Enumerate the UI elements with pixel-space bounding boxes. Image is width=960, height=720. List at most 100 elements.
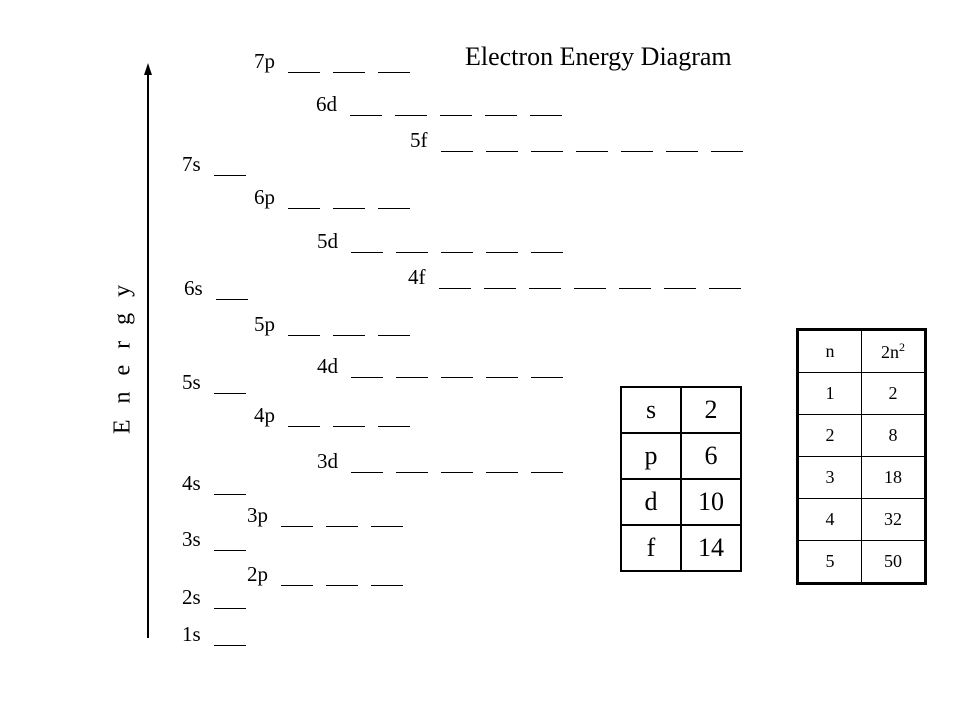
sublevel-label: 5p xyxy=(254,312,275,336)
orbital-slot xyxy=(530,135,563,152)
electron-capacity-cell: 2 xyxy=(680,386,742,434)
sublevel-4d: 4d xyxy=(317,354,563,378)
orbital-slot xyxy=(486,236,518,253)
sublevel-4f: 4f xyxy=(408,265,741,289)
shell-capacity-cell: 50 xyxy=(861,540,926,584)
sublevel-5d: 5d xyxy=(317,229,563,253)
orbital-slot xyxy=(441,236,473,253)
orbital-slot xyxy=(575,135,608,152)
sublevel-type-cell: f xyxy=(620,524,682,572)
electron-capacity-cell: 14 xyxy=(680,524,742,572)
sublevel-5s: 5s xyxy=(182,370,246,394)
sublevel-label: 2s xyxy=(182,585,201,609)
orbital-slot xyxy=(396,361,428,378)
sublevel-2s: 2s xyxy=(182,585,246,609)
shell-n-cell: 5 xyxy=(797,540,862,584)
shell-n-cell: 2 xyxy=(797,414,862,457)
orbital-slot xyxy=(351,361,383,378)
orbital-slot xyxy=(486,361,518,378)
orbital-slot xyxy=(333,319,365,336)
orbital-slot xyxy=(288,192,320,209)
orbital-slot xyxy=(483,272,516,289)
orbital-slot xyxy=(213,534,246,551)
orbital-slot xyxy=(485,99,517,116)
orbital-slot xyxy=(213,377,246,394)
header-2n: 2n xyxy=(881,342,899,362)
sublevel-3d: 3d xyxy=(317,449,563,473)
orbital-slot xyxy=(326,569,358,586)
orbital-slot xyxy=(281,510,313,527)
header-exponent: 2 xyxy=(899,340,905,354)
orbital-slot xyxy=(440,99,472,116)
sublevel-label: 7s xyxy=(182,152,201,176)
diagram-title: Electron Energy Diagram xyxy=(465,42,732,71)
orbital-slot xyxy=(395,99,427,116)
orbital-slot xyxy=(213,159,246,176)
sublevel-5f: 5f xyxy=(410,128,743,152)
orbital-slot xyxy=(440,135,473,152)
sublevel-1s: 1s xyxy=(182,622,246,646)
sublevel-label: 2p xyxy=(247,562,268,586)
electron-capacity-cell: 6 xyxy=(680,432,742,480)
sublevel-3p: 3p xyxy=(247,503,403,527)
orbital-slot xyxy=(213,629,246,646)
orbital-slot xyxy=(441,456,473,473)
sublevel-label: 1s xyxy=(182,622,201,646)
sublevel-label: 3p xyxy=(247,503,268,527)
energy-axis-label: E n e r g y xyxy=(109,279,136,435)
electron-capacity-cell: 10 xyxy=(680,478,742,526)
orbital-slot xyxy=(531,456,563,473)
orbital-slot xyxy=(665,135,698,152)
sublevel-label: 3s xyxy=(182,527,201,551)
orbital-slot xyxy=(528,272,561,289)
shell-n-cell: 4 xyxy=(797,498,862,541)
orbital-slot xyxy=(378,192,410,209)
sublevel-label: 6s xyxy=(184,276,203,300)
orbital-slot xyxy=(530,99,562,116)
sublevel-6p: 6p xyxy=(254,185,410,209)
sublevel-label: 5s xyxy=(182,370,201,394)
orbital-slot xyxy=(215,283,248,300)
orbital-slot xyxy=(663,272,696,289)
orbital-slot xyxy=(333,410,365,427)
sublevel-label: 4f xyxy=(408,265,426,289)
sublevel-6d: 6d xyxy=(316,92,562,116)
sublevel-3s: 3s xyxy=(182,527,246,551)
orbital-slot xyxy=(378,319,410,336)
orbital-slot xyxy=(371,569,403,586)
orbital-slot xyxy=(438,272,471,289)
orbital-slot xyxy=(288,56,320,73)
orbital-slot xyxy=(710,135,743,152)
orbital-slot xyxy=(281,569,313,586)
orbital-slot xyxy=(378,410,410,427)
orbital-slot xyxy=(485,135,518,152)
sublevel-4s: 4s xyxy=(182,471,246,495)
sublevel-type-cell: d xyxy=(620,478,682,526)
orbital-slot xyxy=(531,236,563,253)
orbital-slot xyxy=(333,192,365,209)
sublevel-type-cell: p xyxy=(620,432,682,480)
shell-capacity-cell: 18 xyxy=(861,456,926,499)
orbital-slot xyxy=(531,361,563,378)
shell-n-cell: 3 xyxy=(797,456,862,499)
sublevel-label: 4d xyxy=(317,354,338,378)
shell-capacity-cell: 32 xyxy=(861,498,926,541)
sublevel-4p: 4p xyxy=(254,403,410,427)
sublevel-7s: 7s xyxy=(182,152,246,176)
sublevel-label: 4p xyxy=(254,403,275,427)
sublevel-label: 5d xyxy=(317,229,338,253)
sublevel-label: 3d xyxy=(317,449,338,473)
orbital-slot xyxy=(573,272,606,289)
orbital-slot xyxy=(708,272,741,289)
orbital-slot xyxy=(288,410,320,427)
